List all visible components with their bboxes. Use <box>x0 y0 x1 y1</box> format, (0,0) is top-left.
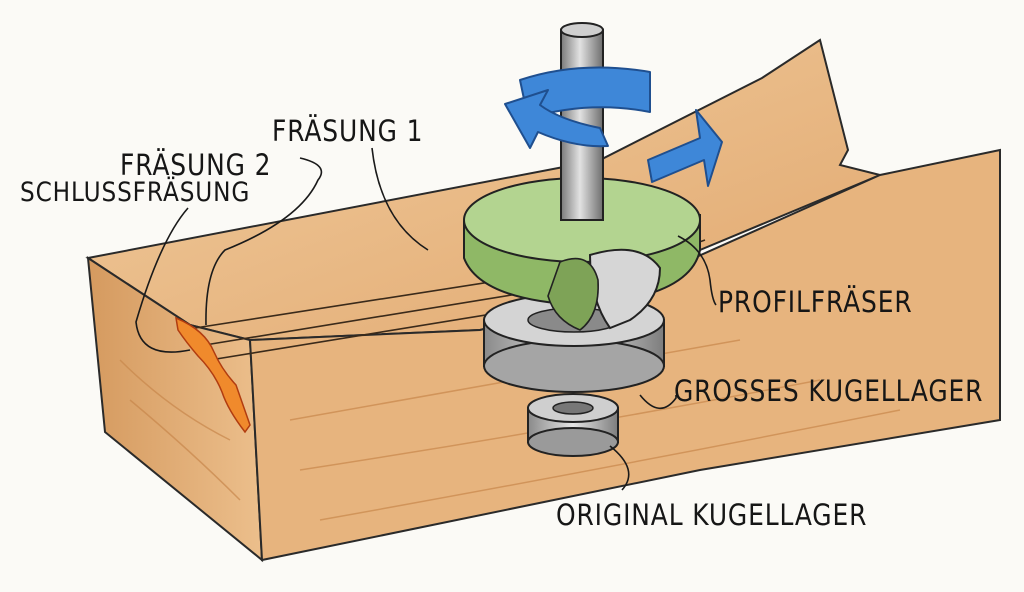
label-grosses-kugellager: GROSSES KUGELLAGER <box>674 374 983 408</box>
label-original-kugellager: ORIGINAL KUGELLAGER <box>556 498 867 532</box>
label-fraesung-1: FRÄSUNG 1 <box>272 114 423 148</box>
label-schlussfraesung: SCHLUSSFRÄSUNG <box>20 177 250 208</box>
label-profilfraeser: PROFILFRÄSER <box>718 285 913 319</box>
small-bearing <box>528 394 618 456</box>
rotation-arrow <box>505 68 650 149</box>
